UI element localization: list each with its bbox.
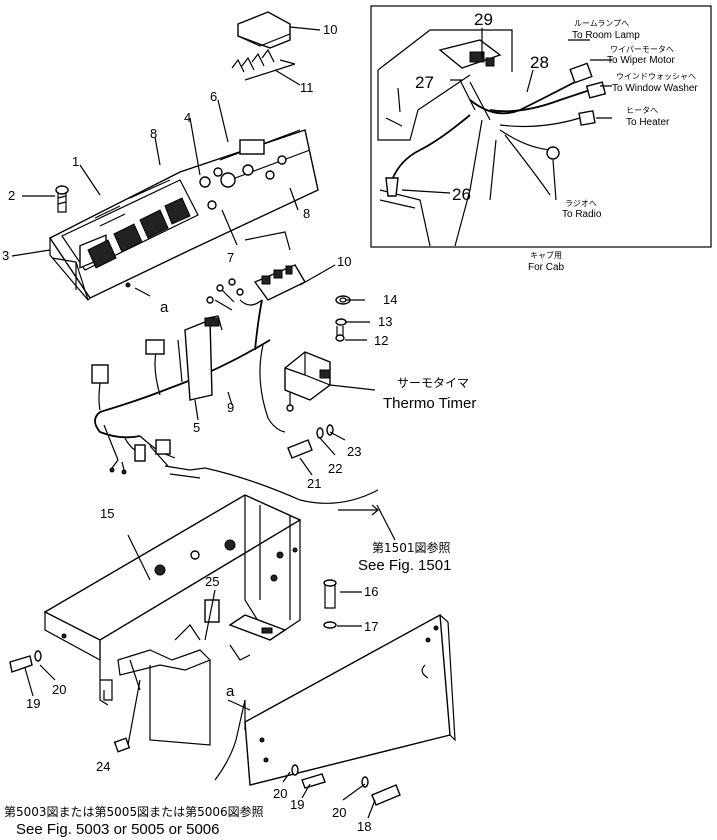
callout-8b: 8 bbox=[303, 206, 310, 221]
callout-23: 23 bbox=[347, 444, 361, 459]
callout-2: 2 bbox=[8, 188, 15, 203]
ref-a-lower: a bbox=[226, 683, 235, 700]
callout-21: 21 bbox=[307, 476, 321, 491]
callout-5: 5 bbox=[193, 420, 200, 435]
callout-25: 25 bbox=[205, 574, 219, 589]
callout-26: 26 bbox=[452, 185, 471, 204]
callout-9: 9 bbox=[227, 400, 234, 415]
fig-1501-jp: 第1501図参照 bbox=[372, 540, 451, 555]
callout-11: 11 bbox=[300, 80, 314, 95]
fasteners-16-17 bbox=[323, 579, 337, 629]
wiper-motor-jp: ワイパーモータへ bbox=[610, 45, 674, 54]
callout-8a: 8 bbox=[150, 126, 157, 141]
room-lamp-en: To Room Lamp bbox=[572, 30, 640, 41]
thermo-timer-en: Thermo Timer bbox=[383, 395, 476, 412]
callout-17: 17 bbox=[364, 619, 378, 634]
monitor-panel bbox=[48, 129, 319, 301]
callout-18: 18 bbox=[357, 819, 371, 834]
callout-3: 3 bbox=[2, 248, 9, 263]
ref-a-upper: a bbox=[160, 299, 169, 316]
fasteners-21-23 bbox=[287, 424, 334, 459]
callout-16: 16 bbox=[364, 584, 378, 599]
cab-wiring-inset bbox=[370, 5, 712, 248]
window-washer-en: To Window Washer bbox=[612, 83, 698, 94]
connector-10 bbox=[244, 231, 306, 301]
cover-10 bbox=[237, 11, 291, 49]
callout-24: 24 bbox=[96, 759, 110, 774]
inset-caption-jp: キャブ用 bbox=[530, 250, 562, 260]
callout-15: 15 bbox=[100, 506, 114, 521]
bracket-15 bbox=[43, 494, 302, 746]
window-washer-jp: ウインドウォッシャへ bbox=[616, 72, 696, 81]
callout-29: 29 bbox=[474, 10, 493, 29]
clips-11 bbox=[231, 48, 296, 81]
callout-19a: 19 bbox=[26, 696, 40, 711]
main-harness bbox=[91, 278, 286, 479]
fig-1501-en: See Fig. 1501 bbox=[358, 557, 451, 574]
heater-en: To Heater bbox=[626, 117, 670, 128]
callout-27: 27 bbox=[415, 73, 434, 92]
fasteners-19-20-lower bbox=[291, 764, 401, 806]
grommet-24 bbox=[113, 737, 131, 753]
callout-14: 14 bbox=[383, 292, 397, 307]
callout-22: 22 bbox=[328, 461, 342, 476]
radio-jp: ラジオへ bbox=[565, 199, 597, 208]
thermo-timer bbox=[284, 351, 331, 412]
fig-5003-en: See Fig. 5003 or 5005 or 5006 bbox=[16, 821, 219, 838]
callout-28: 28 bbox=[530, 53, 549, 72]
callout-6: 6 bbox=[210, 89, 217, 104]
radio-en: To Radio bbox=[562, 209, 602, 220]
fig-5003-jp: 第5003図または第5005図または第5006図参照 bbox=[4, 804, 264, 819]
callout-20b: 20 bbox=[273, 786, 287, 801]
fasteners-19-20-left bbox=[9, 650, 42, 673]
callout-20a: 20 bbox=[52, 682, 66, 697]
fasteners-12-14 bbox=[335, 295, 351, 342]
callout-10b: 10 bbox=[337, 254, 351, 269]
callout-12: 12 bbox=[374, 333, 388, 348]
room-lamp-jp: ルームランプへ bbox=[574, 19, 629, 28]
heater-jp: ヒータへ bbox=[626, 106, 658, 115]
callout-20c: 20 bbox=[332, 805, 346, 820]
callout-19b: 19 bbox=[290, 797, 304, 812]
callout-13: 13 bbox=[378, 314, 392, 329]
bolt-2 bbox=[55, 185, 69, 213]
callout-7: 7 bbox=[227, 250, 234, 265]
wiper-motor-en: To Wiper Motor bbox=[607, 55, 675, 66]
callout-10a: 10 bbox=[323, 22, 337, 37]
plate-a bbox=[244, 613, 456, 786]
callout-1: 1 bbox=[72, 154, 79, 169]
callout-4: 4 bbox=[184, 110, 191, 125]
thermo-timer-jp: サーモタイマ bbox=[397, 376, 469, 390]
inset-caption-en: For Cab bbox=[528, 262, 565, 273]
